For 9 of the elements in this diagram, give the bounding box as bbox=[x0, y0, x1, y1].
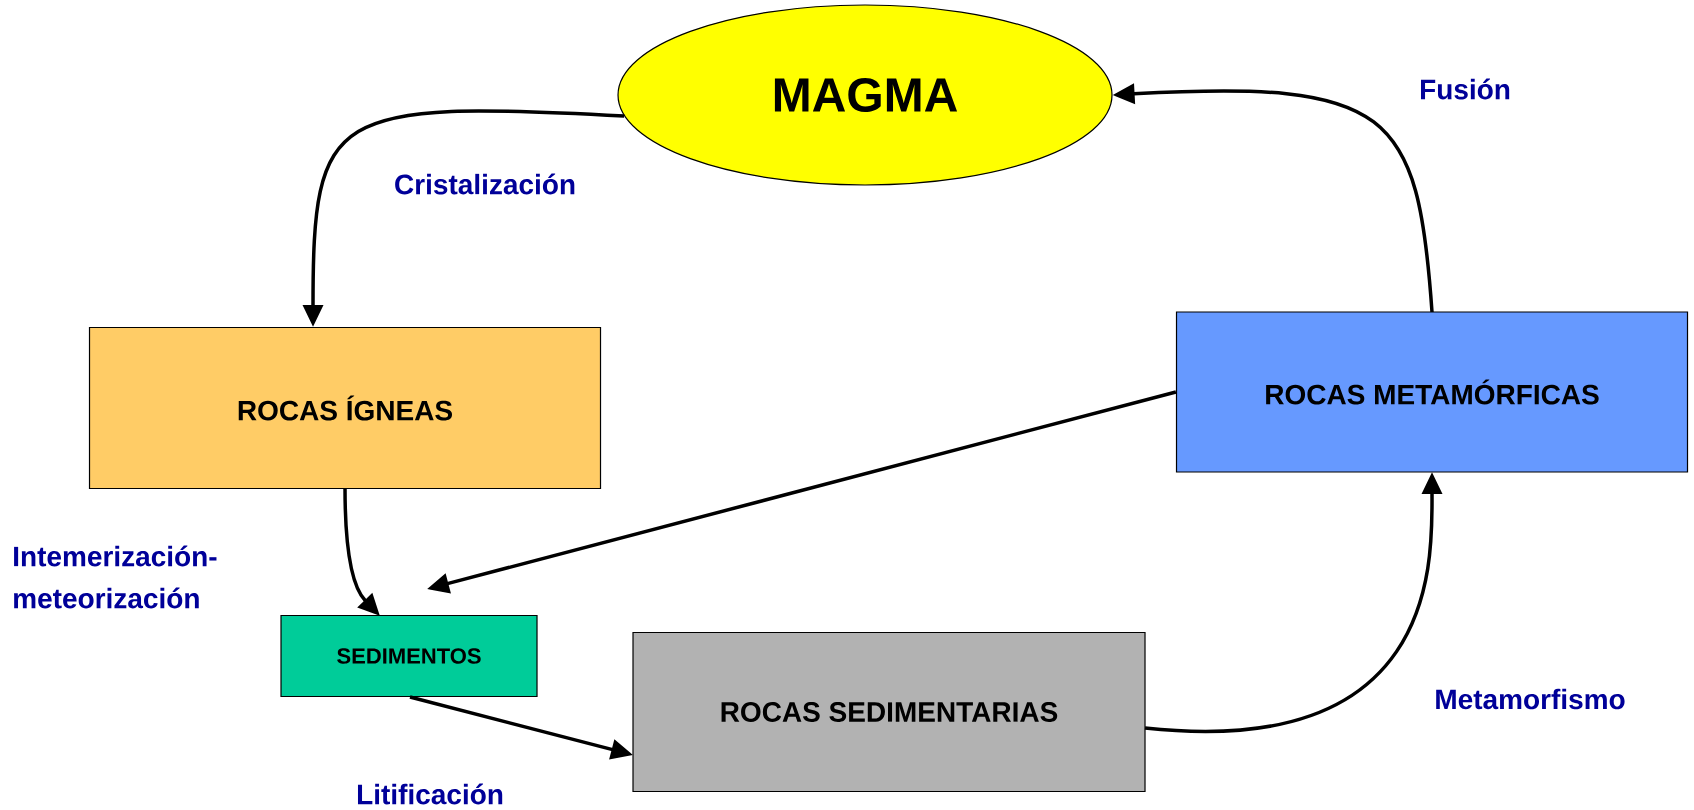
edge-label: Metamorfismo bbox=[1436, 688, 1625, 710]
rock-box: ROCAS SEDIMENTARIAS bbox=[632, 631, 1146, 793]
edge-label: Cristalización bbox=[395, 173, 575, 195]
edge-label: Fusión bbox=[1421, 78, 1510, 100]
edge-label: Intemerización-meteorización bbox=[14, 545, 217, 609]
rock-box: ROCAS METAMÓRFICAS bbox=[1175, 311, 1689, 473]
rock-box: ROCAS ÍGNEAS bbox=[88, 326, 602, 490]
sediment-box: SEDIMENTOS bbox=[280, 614, 538, 698]
edge-label: Litificación bbox=[358, 783, 503, 805]
